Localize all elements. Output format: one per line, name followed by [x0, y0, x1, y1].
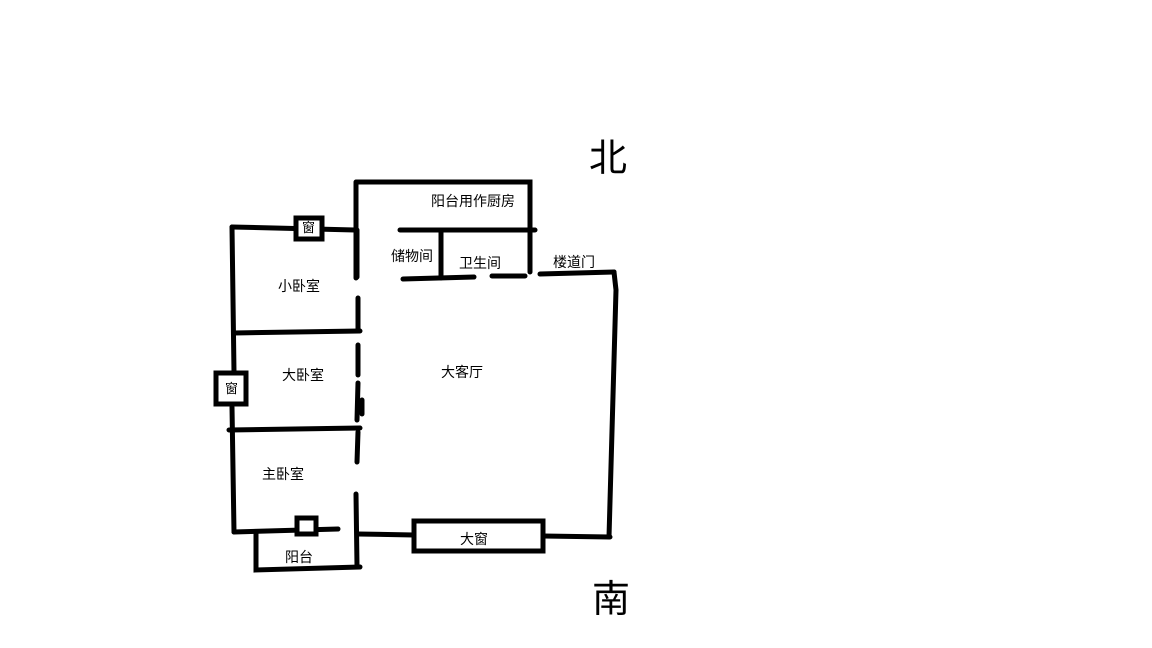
storage-bottom-wall — [400, 274, 477, 282]
balcony-window-box — [294, 515, 319, 537]
small-window-box — [293, 215, 325, 242]
side-window-box — [213, 370, 249, 407]
kitchen-balcony-label: 阳台用作厨房 — [431, 194, 515, 210]
storage-label: 储物间 — [391, 249, 433, 265]
big-bedroom-label: 大卧室 — [282, 368, 324, 384]
partition-7 — [353, 491, 360, 569]
master-bedroom-bottom-wall — [231, 526, 341, 535]
west-wall-upper — [229, 224, 237, 375]
south-wall-right — [540, 533, 613, 540]
bedroom-divider-2 — [226, 425, 363, 433]
master-bedroom-label: 主卧室 — [262, 467, 304, 483]
big-window-label: 大窗 — [460, 532, 488, 548]
living-room-label: 大客厅 — [441, 365, 483, 381]
small-window-label: 窗 — [302, 221, 316, 236]
stair-door-label: 楼道门 — [553, 255, 595, 271]
north-label: 北 — [589, 136, 628, 180]
bathroom-label: 卫生间 — [459, 256, 501, 272]
east-wall — [606, 269, 619, 540]
balcony-label: 阳台 — [285, 550, 313, 566]
big-window-box — [411, 518, 546, 554]
partition-6 — [354, 429, 361, 465]
balcony-walls — [253, 529, 363, 573]
side-window-label: 窗 — [225, 382, 239, 397]
stair-wall — [537, 269, 617, 277]
small-bedroom-label: 小卧室 — [278, 279, 320, 295]
south-wall-left — [355, 531, 417, 538]
west-wall-lower — [229, 404, 237, 535]
bedroom-divider-1 — [231, 328, 363, 336]
south-label: 南 — [592, 577, 631, 621]
partition-4 — [354, 380, 361, 423]
